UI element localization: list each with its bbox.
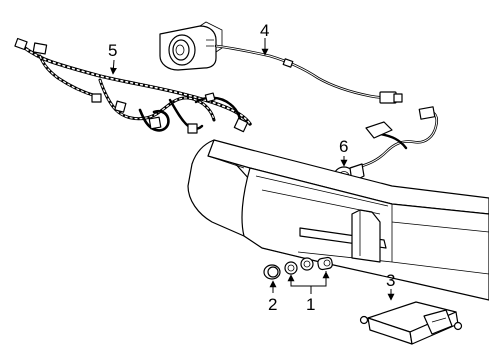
control-module (359, 301, 463, 345)
callout-2: 2 (268, 280, 277, 314)
callout-3: 3 (386, 271, 395, 301)
callout-6: 6 (339, 137, 348, 167)
callout-6-label: 6 (339, 137, 348, 156)
callout-1: 1 (287, 271, 330, 314)
rear-bumper (187, 139, 489, 301)
rear-camera (159, 21, 403, 104)
callout-4: 4 (260, 21, 269, 56)
sensor-grommets (263, 256, 333, 280)
callout-2-label: 2 (268, 295, 277, 314)
callout-4-label: 4 (260, 21, 269, 40)
callout-1-label: 1 (306, 295, 315, 314)
callout-3-label: 3 (386, 271, 395, 290)
wiring-harness (14, 37, 252, 134)
parking-sensor-harness (333, 106, 439, 186)
callout-5: 5 (108, 41, 117, 75)
callout-5-label: 5 (108, 41, 117, 60)
